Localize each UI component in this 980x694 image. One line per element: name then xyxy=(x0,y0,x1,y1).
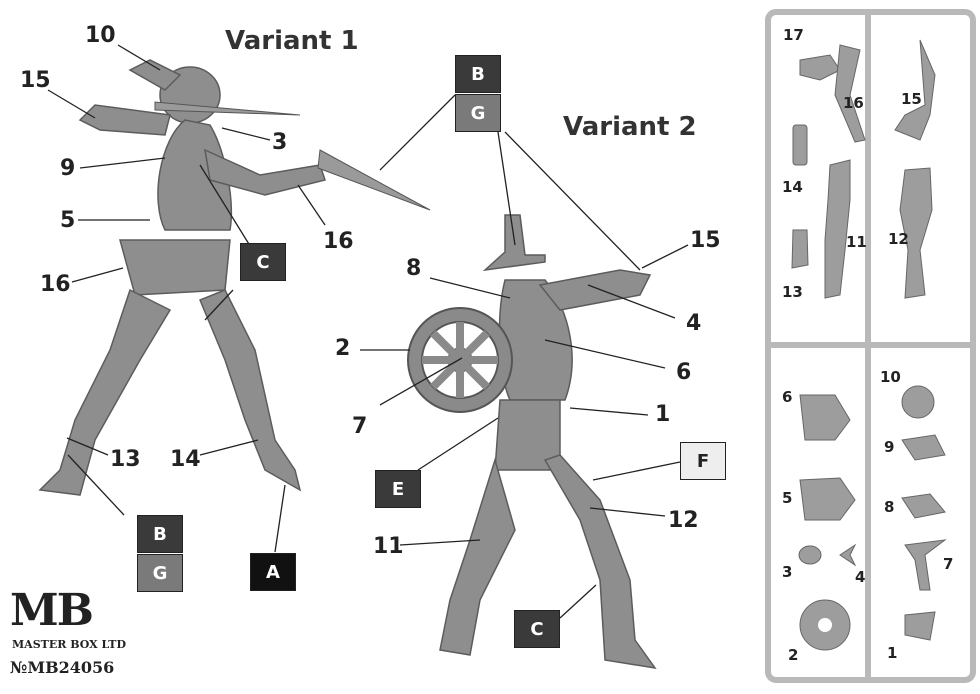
sprue-part-3 xyxy=(798,545,822,565)
sprue-label-15: 15 xyxy=(901,90,922,108)
callout-lines xyxy=(47,44,689,619)
callout-5: 5 xyxy=(60,208,76,233)
sprue-label-2: 2 xyxy=(788,646,799,664)
sprue-part-16 xyxy=(834,44,866,143)
sprue-label-9: 9 xyxy=(884,438,895,456)
callout-11: 11 xyxy=(373,534,404,559)
sprue-frame xyxy=(765,9,976,683)
sprue-part-13 xyxy=(791,229,809,269)
sprue-label-4: 4 xyxy=(855,568,866,586)
sprue-label-3: 3 xyxy=(782,563,793,581)
sprue-part-7 xyxy=(904,539,947,591)
callout-14: 14 xyxy=(170,447,201,472)
paint-box-c-bottom: C xyxy=(514,610,560,648)
callout-9: 9 xyxy=(60,156,76,181)
sprue-part-14 xyxy=(792,124,808,166)
sprue-part-15 xyxy=(894,39,936,141)
sprue-label-7: 7 xyxy=(943,555,954,573)
sprue-label-6: 6 xyxy=(782,388,793,406)
variant2-shield xyxy=(407,307,513,413)
sprue-part-11 xyxy=(824,159,851,299)
sprue-label-14: 14 xyxy=(782,178,803,196)
callout-10: 10 xyxy=(85,23,116,48)
paint-box-g-bottom: G xyxy=(137,554,183,592)
callout-15-v2: 15 xyxy=(690,228,721,253)
sprue-part-17 xyxy=(799,54,841,81)
sprue-parts xyxy=(791,39,947,651)
sprue-label-13: 13 xyxy=(782,283,803,301)
paint-box-g-top: G xyxy=(455,94,501,132)
callout-12: 12 xyxy=(668,508,699,533)
sprue-part-10 xyxy=(901,385,935,419)
callout-15: 15 xyxy=(20,68,51,93)
sprue-label-8: 8 xyxy=(884,498,895,516)
paint-box-b-top: B xyxy=(455,55,501,93)
sprue-label-10: 10 xyxy=(880,368,901,386)
callout-3: 3 xyxy=(272,130,288,155)
variant1-figure xyxy=(38,59,326,496)
sprue-part-4 xyxy=(839,543,857,567)
paint-box-c-top: C xyxy=(240,243,286,281)
callout-2: 2 xyxy=(335,336,351,361)
callout-16-b: 16 xyxy=(40,272,71,297)
sprue-label-17: 17 xyxy=(783,26,804,44)
sprue-label-5: 5 xyxy=(782,489,793,507)
callout-7: 7 xyxy=(352,414,368,439)
sprue-label-16: 16 xyxy=(843,94,864,112)
callout-8: 8 xyxy=(406,256,422,281)
brand-catalog: №MB24056 xyxy=(10,658,115,677)
variant1-dagger xyxy=(317,149,431,211)
callout-1: 1 xyxy=(655,402,671,427)
sprue-part-9 xyxy=(901,434,946,461)
sprue-label-12: 12 xyxy=(888,230,909,248)
paint-box-b-bottom: B xyxy=(137,515,183,553)
variant1-sword xyxy=(154,101,301,116)
variant2-figure xyxy=(439,214,657,670)
paint-box-f: F xyxy=(680,442,726,480)
sprue-part-8 xyxy=(901,493,946,519)
callout-16-a: 16 xyxy=(323,229,354,254)
sprue-part-1 xyxy=(904,611,936,641)
sprue-part-12 xyxy=(899,167,933,299)
callout-13: 13 xyxy=(110,447,141,472)
variant1-title: Variant 1 xyxy=(225,26,359,56)
paint-box-e: E xyxy=(375,470,421,508)
sprue-label-11: 11 xyxy=(846,233,867,251)
brand-logo: MB xyxy=(10,585,94,636)
variant2-title: Variant 2 xyxy=(563,112,697,142)
brand-company: MASTER BOX LTD xyxy=(12,638,127,651)
callout-6: 6 xyxy=(676,360,692,385)
paint-box-a: A xyxy=(250,553,296,591)
sprue-label-1: 1 xyxy=(887,644,898,662)
sprue-part-5 xyxy=(799,477,856,521)
sprue-part-6 xyxy=(799,394,851,441)
callout-4: 4 xyxy=(686,311,702,336)
